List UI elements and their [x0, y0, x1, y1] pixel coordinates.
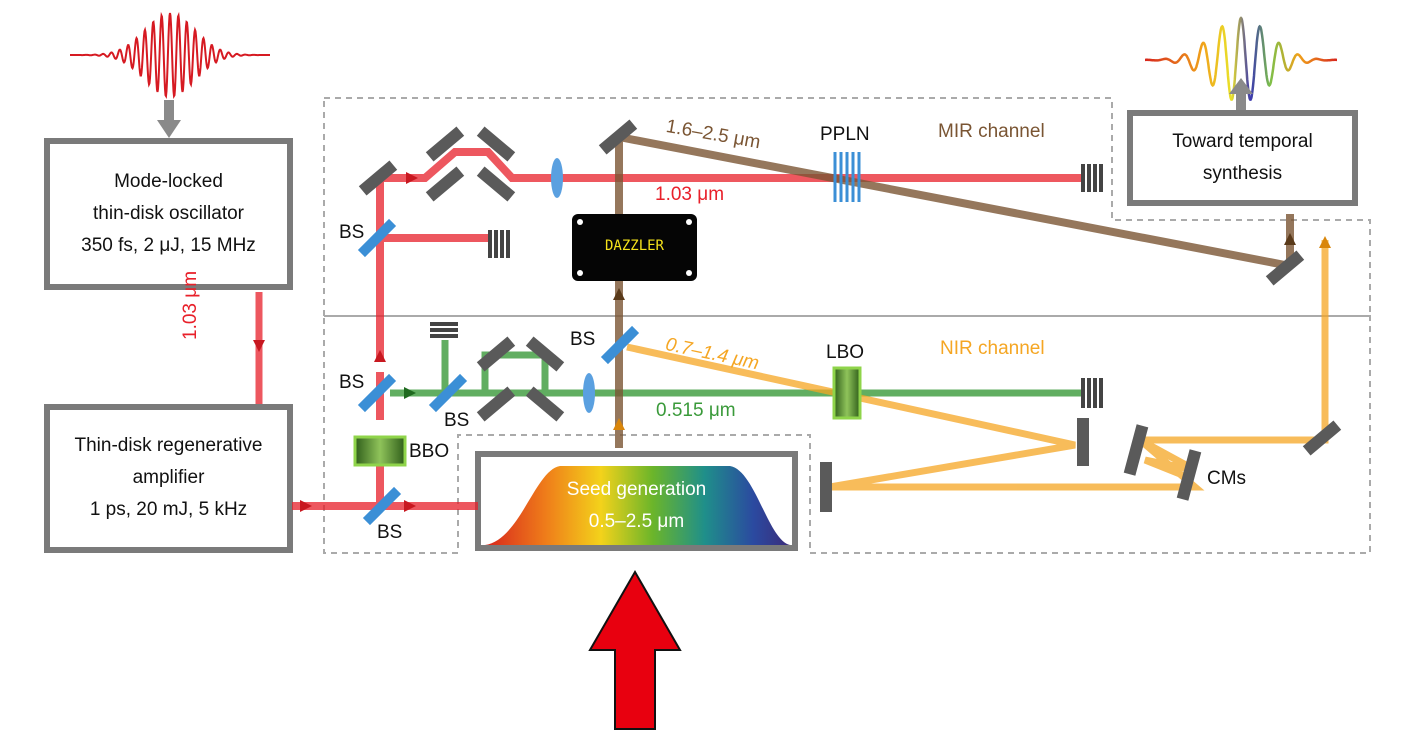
cms-label: CMs [1207, 468, 1247, 489]
beam-arrow-osc-amp [253, 340, 265, 352]
amplifier-line3: 1 ps, 20 mJ, 5 kHz [89, 499, 248, 520]
lbo-label: LBO [826, 342, 865, 363]
nir-channel-region [323, 315, 1371, 554]
seed-line1: Seed generation [566, 479, 707, 500]
down-arrow-head-1 [157, 120, 181, 138]
input-pulse-waveform [70, 11, 270, 99]
oscillator-line2: thin-disk oscillator [93, 203, 244, 224]
dazzler-device [572, 214, 697, 281]
oscillator-label: Mode-locked thin-disk oscillator 350 fs,… [50, 166, 287, 262]
up-arrow-head [1229, 78, 1253, 94]
mir-channel-label: MIR channel [938, 121, 1045, 142]
seed-label: Seed generation 0.5–2.5 μm [480, 474, 793, 538]
seed-spectrum [485, 466, 790, 545]
amplifier-line1: Thin-disk regenerative [74, 435, 263, 456]
lens-nir [583, 373, 595, 413]
large-red-arrow [588, 569, 682, 730]
mirrors [358, 119, 1342, 512]
bbo-label: BBO [409, 441, 450, 462]
output-synthesized-waveform [1145, 16, 1337, 102]
wavelength-osc-amp: 1.03 μm [180, 270, 201, 340]
bs-label-4: BS [377, 522, 403, 543]
wavelength-nir-pump: 0.515 μm [656, 400, 736, 421]
oscillator-line1: Mode-locked [114, 171, 223, 192]
amplifier-box [44, 404, 293, 553]
lbo-crystal [832, 366, 862, 420]
bs-label-1: BS [339, 222, 365, 243]
dazzler-label: DAZZLER [604, 238, 664, 254]
amplifier-label: Thin-disk regenerative amplifier 1 ps, 2… [50, 430, 287, 526]
synthesis-label: Toward temporal synthesis [1133, 126, 1352, 190]
nir-channel-label: NIR channel [940, 338, 1045, 359]
ppln-crystal [833, 152, 861, 202]
synthesis-box [1127, 110, 1358, 206]
down-arrow-shaft-1 [164, 100, 174, 122]
bs-label-3: BS [444, 410, 470, 431]
amplifier-line2: amplifier [132, 467, 205, 488]
synthesis-line1: Toward temporal [1172, 131, 1313, 152]
seed-line2: 0.5–2.5 μm [588, 511, 685, 532]
beam-splitters [357, 218, 640, 526]
bbo-crystal [353, 435, 407, 467]
oscillator-line3: 350 fs, 2 μJ, 15 MHz [81, 235, 256, 256]
oscillator-box [44, 138, 293, 290]
synthesis-line2: synthesis [1202, 163, 1283, 184]
wavelength-mir-pump: 1.03 μm [655, 184, 725, 205]
up-arrow-shaft [1236, 92, 1246, 114]
lens-mir [551, 158, 563, 198]
ppln-label: PPLN [820, 124, 870, 145]
bs-label-2: BS [339, 372, 365, 393]
bs-label-5: BS [570, 329, 596, 350]
beam-dumps [430, 164, 1103, 408]
